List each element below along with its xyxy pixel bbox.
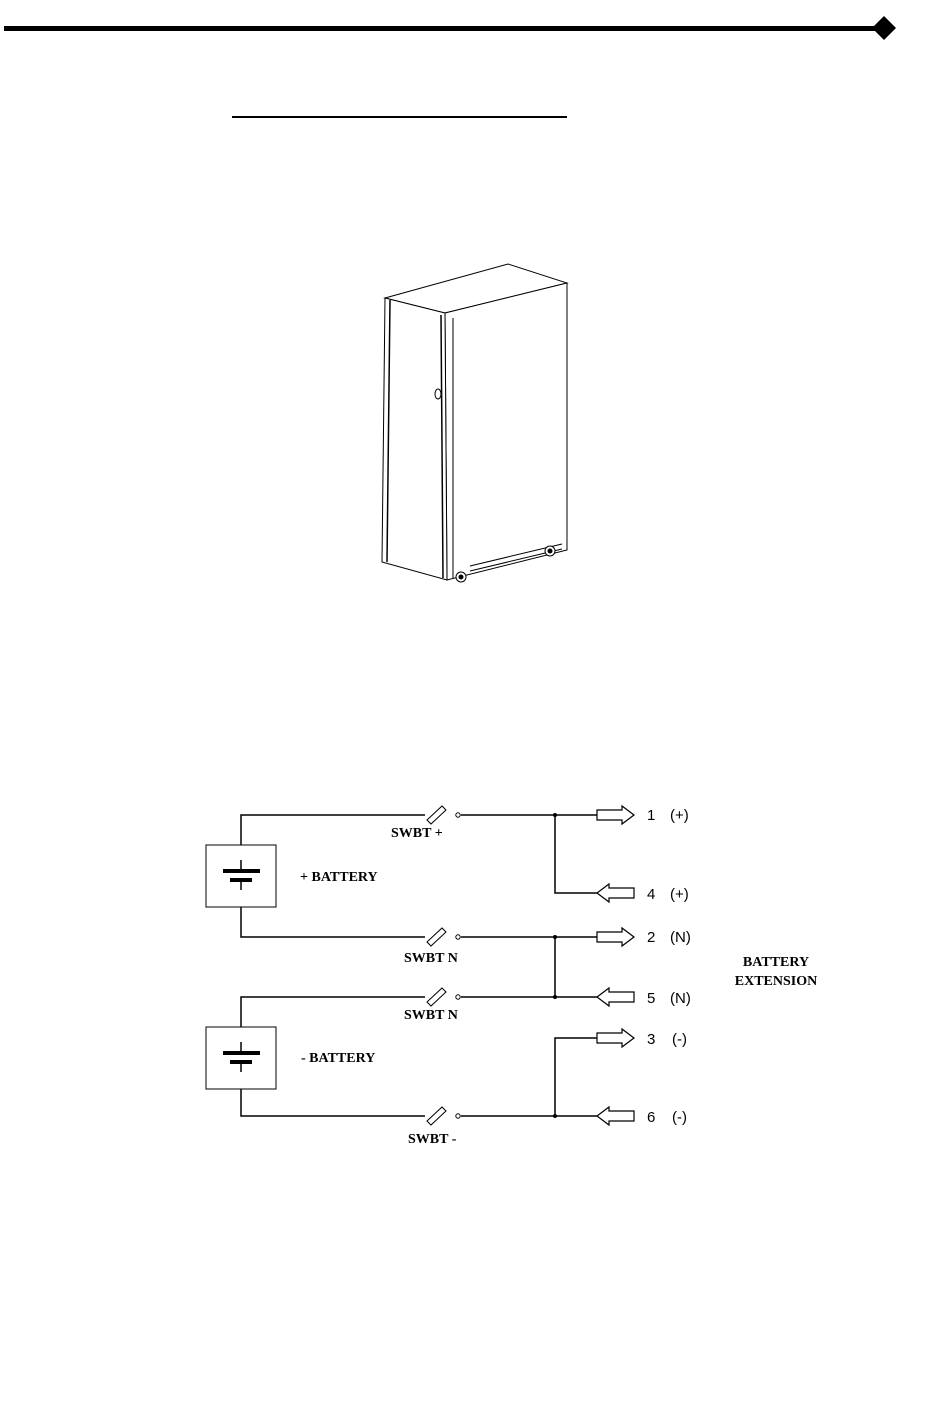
terminal-polarity: (+) [670,807,689,824]
terminal-arrow-in-icon [597,1107,634,1125]
switch-label: SWBT N [404,951,458,966]
switch-swbt-n2 [427,988,460,1006]
switch-label: SWBT + [391,826,443,841]
cabinet-lock-icon [435,389,441,399]
battery-negative [206,1027,276,1089]
terminal-polarity: (-) [672,1109,687,1126]
terminal-polarity: (-) [672,1031,687,1048]
switch-swbt-minus [427,1107,460,1125]
terminal-arrow-out-icon [597,928,634,946]
terminal-number: 4 [647,886,655,903]
switch-label: SWBT - [408,1132,457,1147]
terminal-polarity: (N) [670,990,691,1007]
switch-label: SWBT N [404,1008,458,1023]
battery-schematic: + BATTERY - BATTERY SWBT + SWBT N SWBT N… [206,806,817,1147]
terminal-number: 5 [647,990,655,1007]
header-rule [4,16,896,40]
diamond-icon [872,16,896,40]
terminal-arrow-out-icon [597,1029,634,1047]
extension-label-line2: EXTENSION [735,974,817,989]
terminal-number: 1 [647,807,655,824]
terminal-arrow-in-icon [597,988,634,1006]
battery-positive-label: + BATTERY [300,870,378,885]
switch-swbt-plus [427,806,460,824]
terminal-number: 3 [647,1031,655,1048]
battery-negative-label: - BATTERY [301,1051,375,1066]
switch-swbt-n1 [427,928,460,946]
terminal-number: 6 [647,1109,655,1126]
extension-label-line1: BATTERY [743,955,809,970]
terminal-arrow-out-icon [597,806,634,824]
terminal-polarity: (N) [670,929,691,946]
battery-cabinet-illustration [382,264,567,582]
terminal-number: 2 [647,929,655,946]
battery-positive [206,845,276,907]
terminal-arrow-in-icon [597,884,634,902]
terminal-polarity: (+) [670,886,689,903]
